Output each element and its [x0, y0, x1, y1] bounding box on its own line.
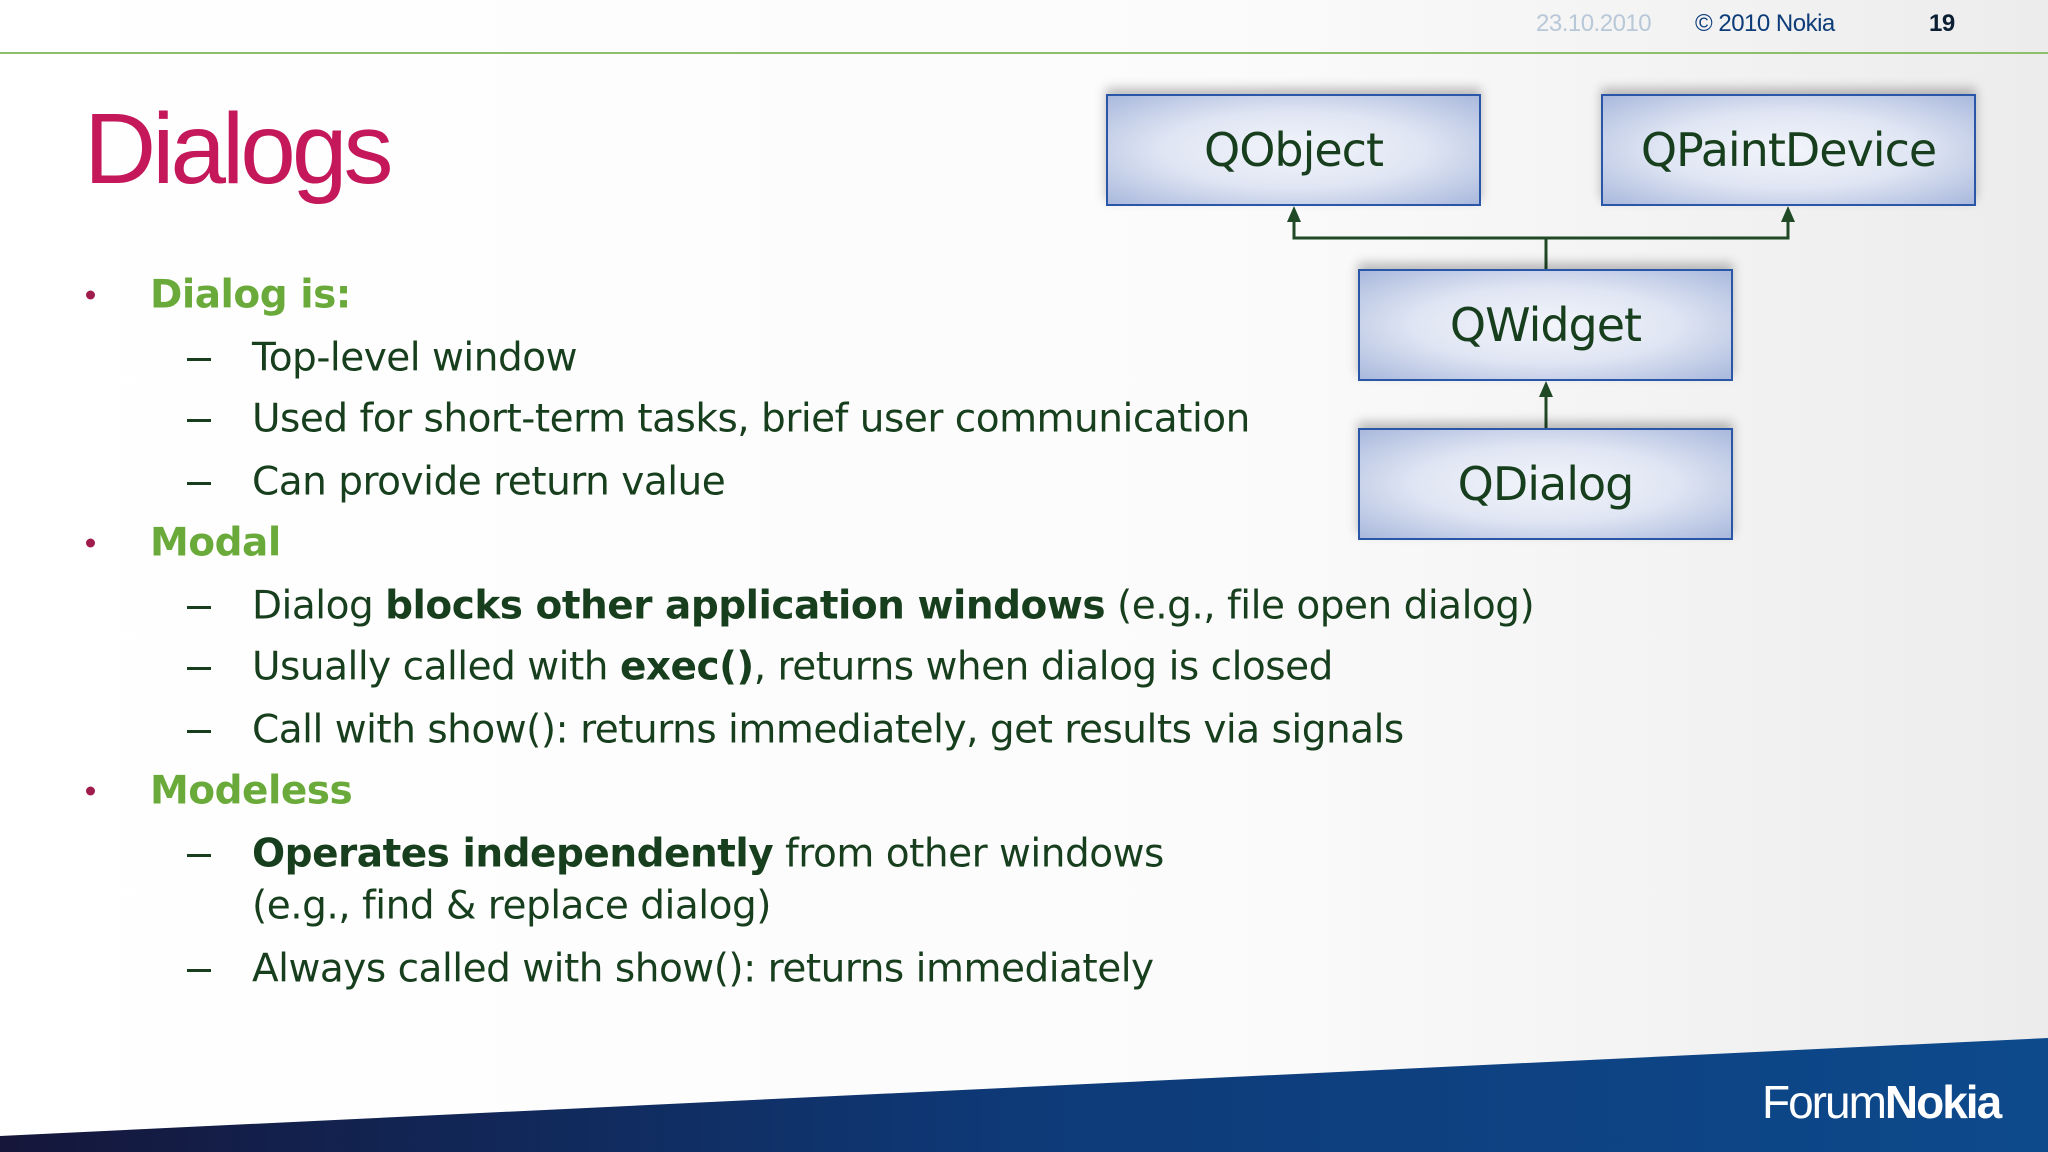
dash-icon: [187, 606, 211, 609]
bullet-icon: [86, 538, 95, 548]
heading-modal: Modal: [150, 520, 281, 566]
edge-qwidget-qobject: [1292, 214, 1548, 269]
list-item: Usually called with exec(), returns when…: [252, 645, 1333, 690]
bold-text: Operates independently: [252, 831, 774, 877]
page-number: 19: [1929, 10, 1955, 37]
arrow-head-icon: [1539, 381, 1553, 397]
text: , returns when dialog is closed: [753, 644, 1334, 690]
node-qobject: QObject: [1106, 94, 1481, 206]
bold-text: exec(): [619, 644, 754, 690]
arrow-head-icon: [1781, 206, 1795, 222]
dash-icon: [187, 969, 211, 972]
footer-band: [0, 1038, 2048, 1152]
dash-icon: [187, 419, 211, 422]
dash-icon: [187, 482, 211, 485]
text: from other windows: [773, 831, 1164, 877]
dash-icon: [187, 667, 211, 670]
list-item: Dialog blocks other application windows …: [252, 583, 1535, 629]
page-title: Dialogs: [84, 93, 393, 205]
logo-nokia: Nokia: [1884, 1076, 2002, 1128]
text: (e.g., file open dialog): [1105, 583, 1535, 629]
list-item: Used for short-term tasks, brief user co…: [252, 396, 1250, 442]
logo-forum: Forum: [1762, 1076, 1887, 1128]
header-divider: [0, 52, 2048, 54]
heading-dialog-is: Dialog is:: [150, 272, 351, 318]
bold-text: blocks other application windows: [385, 583, 1106, 629]
node-qdialog: QDialog: [1358, 428, 1733, 540]
bullet-icon: [86, 290, 95, 300]
dash-icon: [187, 854, 211, 857]
copyright: © 2010 Nokia: [1695, 10, 1835, 37]
text: Dialog: [252, 583, 386, 629]
list-item: Top-level window: [252, 335, 578, 381]
dash-icon: [187, 730, 211, 733]
dash-icon: [187, 358, 211, 361]
bullet-icon: [86, 786, 95, 796]
list-item: Can provide return value: [252, 459, 726, 505]
list-item: Operates independently from other window…: [252, 832, 1164, 877]
node-qwidget: QWidget: [1358, 269, 1733, 381]
text: Usually called with: [252, 644, 620, 690]
list-item-continuation: (e.g., find & replace dialog): [252, 883, 771, 929]
list-item: Always called with show(): returns immed…: [252, 946, 1154, 992]
edge-qwidget-qpaintdevice: [1546, 214, 1790, 240]
forum-nokia-logo: ForumNokia: [1762, 1075, 2002, 1129]
node-qpaintdevice: QPaintDevice: [1601, 94, 1976, 206]
list-item: Call with show(): returns immediately, g…: [252, 707, 1404, 753]
date: 23.10.2010: [1536, 10, 1652, 37]
heading-modeless: Modeless: [150, 768, 353, 814]
arrow-head-icon: [1287, 206, 1301, 222]
